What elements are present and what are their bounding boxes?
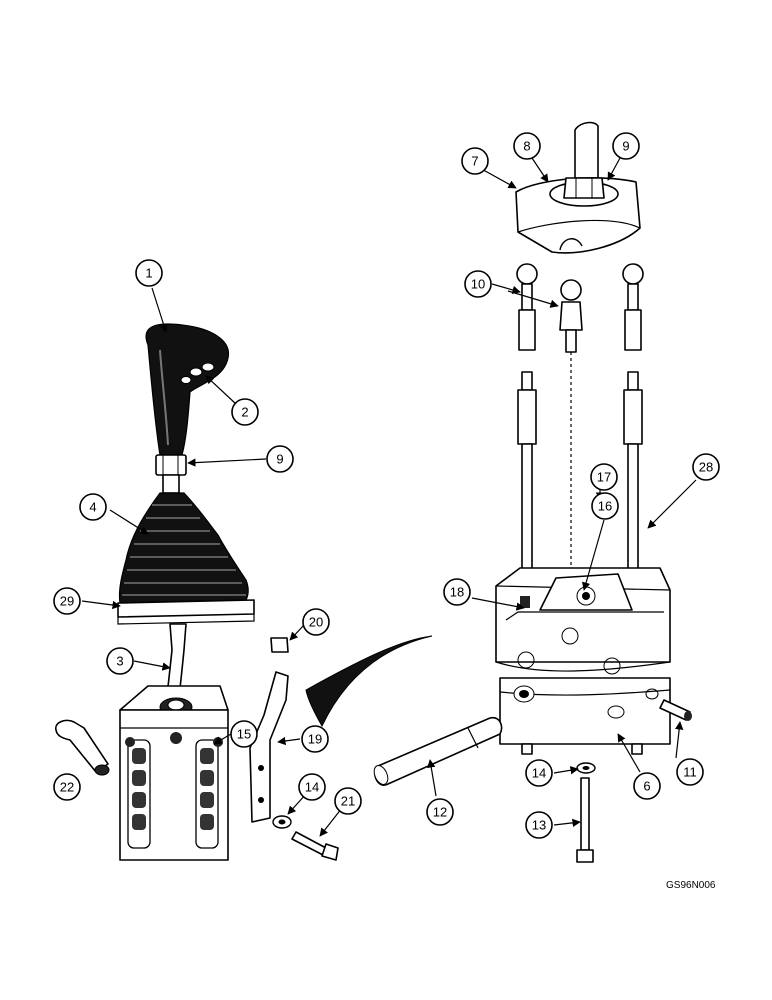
svg-text:19: 19	[308, 732, 322, 747]
svg-text:20: 20	[309, 615, 323, 630]
callout-20: 20	[302, 608, 330, 636]
callout-18: 18	[443, 578, 471, 606]
svg-text:15: 15	[237, 727, 251, 742]
callout-13: 13	[525, 811, 553, 839]
callout-22: 22	[53, 773, 81, 801]
callout-15: 15	[230, 720, 258, 748]
rod-center	[559, 279, 583, 570]
svg-text:1: 1	[145, 266, 152, 281]
svg-text:2: 2	[241, 405, 248, 420]
svg-text:6: 6	[643, 779, 650, 794]
set-screw	[659, 699, 692, 721]
svg-text:3: 3	[116, 654, 123, 669]
callout-9-left: 9	[266, 445, 294, 473]
svg-text:14: 14	[305, 780, 319, 795]
rod-right	[622, 263, 644, 595]
svg-text:22: 22	[60, 780, 74, 795]
callout-29: 29	[53, 587, 81, 615]
callout-21: 21	[334, 787, 362, 815]
svg-text:16: 16	[598, 499, 612, 514]
callout-8: 8	[513, 132, 541, 160]
svg-text:12: 12	[433, 805, 447, 820]
callout-4: 4	[79, 493, 107, 521]
callout-17: 17	[590, 463, 618, 491]
svg-text:18: 18	[450, 585, 464, 600]
callout-9-right: 9	[612, 132, 640, 160]
long-bolt	[576, 777, 594, 863]
bolt-left	[291, 831, 339, 861]
small-block	[270, 637, 289, 653]
svg-text:13: 13	[532, 818, 546, 833]
svg-text:8: 8	[523, 139, 530, 154]
svg-text:4: 4	[89, 500, 96, 515]
callout-1: 1	[135, 259, 163, 287]
spool	[373, 716, 503, 786]
svg-text:17: 17	[597, 470, 611, 485]
lever-shaft-top	[162, 474, 180, 494]
joystick-handle	[145, 323, 229, 456]
callout-14-left: 14	[298, 773, 326, 801]
handle-nut	[155, 454, 187, 476]
svg-text:29: 29	[60, 594, 74, 609]
svg-text:9: 9	[276, 452, 283, 467]
rod-left	[516, 263, 538, 595]
rubber-boot	[118, 492, 249, 604]
svg-text:11: 11	[683, 765, 697, 780]
callout-7: 7	[461, 147, 489, 175]
svg-text:9: 9	[622, 139, 629, 154]
svg-text:10: 10	[471, 277, 485, 292]
lever-shaft-right	[574, 121, 599, 179]
pin	[55, 719, 110, 776]
callout-3: 3	[106, 647, 134, 675]
callout-6: 6	[633, 772, 661, 800]
nut-and-washer	[549, 177, 619, 207]
svg-text:21: 21	[341, 794, 355, 809]
drawing-code: GS96N006	[666, 880, 716, 891]
callout-19: 19	[301, 725, 329, 753]
callout-14-right: 14	[525, 759, 553, 787]
callout-11: 11	[676, 758, 704, 786]
callout-12: 12	[426, 798, 454, 826]
callout-10: 10	[464, 270, 492, 298]
washer-right	[576, 762, 596, 774]
bracket	[249, 671, 289, 823]
callout-2: 2	[231, 398, 259, 426]
boot-plate	[117, 599, 255, 625]
valve-top-section	[495, 567, 671, 675]
callout-28: 28	[692, 453, 720, 481]
valve-bottom-section	[499, 677, 671, 755]
direction-arrow	[305, 635, 433, 728]
control-valve-body	[119, 685, 229, 861]
svg-text:7: 7	[471, 154, 478, 169]
svg-text:28: 28	[699, 460, 713, 475]
callout-16: 16	[591, 492, 619, 520]
svg-text:14: 14	[532, 766, 546, 781]
washer-left	[272, 815, 292, 829]
